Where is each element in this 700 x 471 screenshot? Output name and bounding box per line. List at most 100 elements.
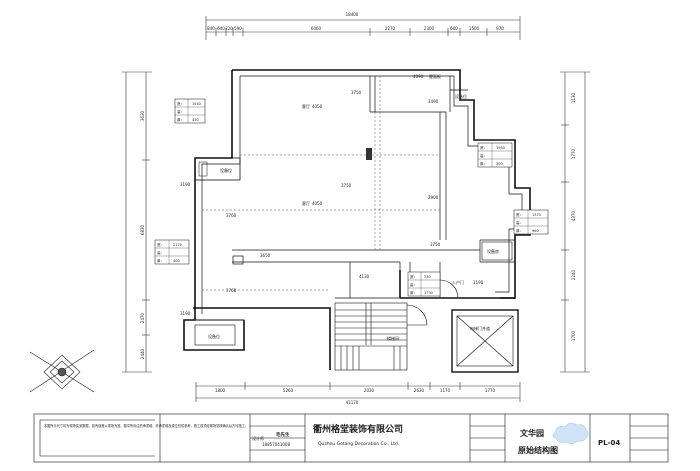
legend-3-row-3: 厚： <box>516 228 523 233</box>
legend-3-row-2: 高： <box>516 220 523 225</box>
entry-label: 入户门 <box>452 279 464 285</box>
equip-inner-box <box>198 161 208 177</box>
cloud-logo-icon <box>552 422 589 444</box>
equip-platform-bottom <box>183 319 245 351</box>
equip-room <box>481 241 513 261</box>
legend-5-row-2: 高： <box>410 282 417 287</box>
dim-4130: 4130 <box>359 274 370 279</box>
legend-4-val-3: 400 <box>173 259 180 263</box>
legend-dividers <box>155 99 548 296</box>
left-dim-1: 3630 <box>140 110 145 121</box>
structural-column <box>366 148 372 160</box>
designer-label: 设计师 <box>252 435 264 441</box>
legend-1-row-2: 高： <box>177 109 184 114</box>
exterior-walls <box>183 69 531 370</box>
equip-bottom-label: 设备位 <box>208 333 220 339</box>
legend-1-val-1: 1540 <box>192 102 201 106</box>
dim-upper-hall: 4050 <box>312 104 323 109</box>
staircase <box>334 302 428 371</box>
legend-5-val-3: 1730 <box>424 291 433 295</box>
legend-3-val-3: 960 <box>532 229 539 233</box>
legend-1-row-1: 宽： <box>177 101 184 106</box>
equip-platform-inner <box>194 324 236 346</box>
dim-entry: 1190 <box>473 280 484 285</box>
legend-1-row-3: 厚： <box>177 117 184 122</box>
left-dim-4: 2440 <box>140 348 145 359</box>
bottom-dim-6: 1770 <box>485 388 496 393</box>
top-total-dim: 18400 <box>346 12 359 17</box>
notes-text: 本图所示尺寸均为现场实测数据，如有误差以现场为准。图中所标注的承重墙、非承重墙及… <box>44 423 248 428</box>
dim-3190-a: 3190 <box>180 182 191 187</box>
legend-5-row-3: 厚： <box>410 290 417 295</box>
legend-2-row-3: 厚： <box>480 161 487 166</box>
legend-5-val-1: 730 <box>424 275 431 279</box>
dim-3750-a: 3750 <box>351 90 362 95</box>
top-dimension-chain <box>205 16 521 40</box>
right-dim-2: 1770 <box>571 148 576 159</box>
left-dimension-chain <box>122 71 152 373</box>
designer-name: 毛先生 <box>276 431 290 438</box>
equip-room-label: 设备房 <box>487 248 499 254</box>
top-dim-7: 2300 <box>424 26 435 31</box>
dim-3760: 3760 <box>226 213 237 218</box>
top-dim-5: 6060 <box>311 26 322 31</box>
company-name: 衢州格堂装饰有限公司 <box>313 423 403 435</box>
legend-3-row-1: 宽： <box>516 212 523 217</box>
legend-4-val-1: 2170 <box>173 243 182 247</box>
company-name-en: Quzhou Getang Decoration Co., Ltd. <box>318 441 399 447</box>
top-dim-9: 1500 <box>469 26 480 31</box>
left-dims: 3630 6830 2470 2440 <box>140 110 145 359</box>
column-box <box>232 255 244 265</box>
legend-4-row-3: 厚： <box>157 258 164 263</box>
equip-top-label: 设备位 <box>220 167 232 173</box>
dim-3190-b: 3190 <box>180 311 191 316</box>
legend-4-row-2: 高： <box>157 250 164 255</box>
bottom-dim-3: 2030 <box>364 388 375 393</box>
legend-boxes <box>154 98 549 297</box>
bottom-dim-5: 1170 <box>440 388 451 393</box>
right-dim-3: 4370 <box>571 210 576 221</box>
right-dim-4: 2240 <box>571 269 576 280</box>
dim-3650: 3650 <box>260 253 271 258</box>
dim-3490: 3490 <box>428 99 439 104</box>
dim-lower-hall: 4050 <box>312 201 323 206</box>
left-dim-3: 2470 <box>140 312 145 323</box>
bottom-dim-1: 1800 <box>215 388 226 393</box>
top-dim-10: 970 <box>496 26 504 31</box>
right-dim-1: 1130 <box>571 92 576 103</box>
top-dim-8: 600 <box>450 26 458 31</box>
dim-2900: 2900 <box>428 195 439 200</box>
legend-2-val-1: 1950 <box>496 146 505 150</box>
legend-2-row-1: 宽： <box>480 145 487 150</box>
bottom-total-dim: 41170 <box>346 400 359 405</box>
dim-lower-hall-label: 客厅 <box>302 200 310 206</box>
compass-icon <box>29 349 95 393</box>
top-dim-4: 590 <box>234 26 242 31</box>
legend-2-row-2: 高： <box>480 153 487 158</box>
bottom-dim-2: 5260 <box>283 388 294 393</box>
bottom-dims: 1800 5260 2030 2630 1170 1770 41170 <box>215 388 496 405</box>
top-segment-dims: 840 640 220 590 6060 2270 2300 600 1500 … <box>207 26 504 31</box>
title-block <box>33 413 669 463</box>
room-dims: 4090 屋面板 客厅 4050 3750 3490 3750 客厅 4050 … <box>180 73 484 316</box>
elevator-shaft <box>451 309 519 373</box>
legend-5-row-1: 宽： <box>410 274 417 279</box>
dim-upper-hall-label: 客厅 <box>302 103 310 109</box>
top-dim-1: 840 <box>207 26 215 31</box>
beam-lines <box>202 76 440 291</box>
top-dim-3: 220 <box>225 26 233 31</box>
designer-phone: 18857041008 <box>262 442 290 447</box>
elevator-label: 电梯门井道 <box>470 325 490 331</box>
dim-top-4090-label: 屋面板 <box>429 73 441 79</box>
dim-3750-c: 3750 <box>430 242 441 247</box>
right-dims: 1130 1770 4370 2240 1700 <box>571 92 576 341</box>
equip-mid-label: 设备位 <box>455 93 467 99</box>
equip-platform-top <box>194 157 241 181</box>
project-name: 文华园 <box>520 428 544 438</box>
legend-2-val-3: 300 <box>496 162 503 166</box>
dim-3750-b: 3750 <box>341 183 352 188</box>
left-dim-2: 6830 <box>140 224 145 235</box>
stair-label: 楼梯间 <box>387 335 399 341</box>
bottom-dim-4: 2630 <box>414 388 425 393</box>
